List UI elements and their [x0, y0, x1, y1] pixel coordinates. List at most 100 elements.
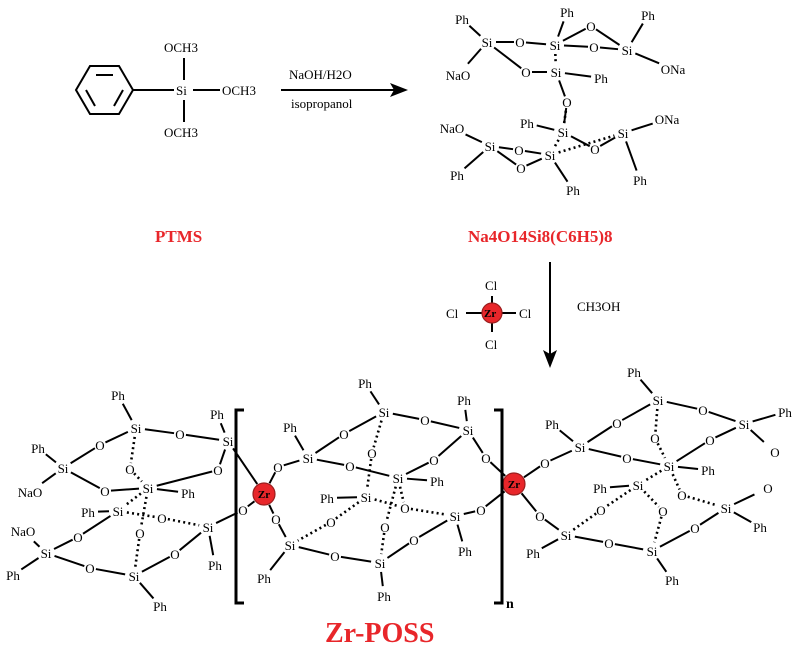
salt-ph1: Ph	[455, 12, 469, 27]
middle-ph6: Ph	[458, 544, 472, 559]
zr-label-reagent: Zr	[484, 308, 496, 320]
bond	[463, 151, 484, 170]
left-ph3: Ph	[31, 441, 45, 456]
dotted-bond	[644, 469, 663, 482]
bond	[463, 510, 476, 515]
bond	[699, 512, 719, 526]
middle-o8: O	[380, 520, 389, 535]
zr-atom-right-label: Zr	[508, 479, 520, 491]
middle-si4: Si	[393, 471, 404, 486]
bond	[340, 555, 372, 563]
bond	[430, 420, 460, 429]
left-si2: Si	[223, 434, 234, 449]
salt-ph5: Ph	[520, 116, 534, 131]
bond	[625, 141, 638, 171]
bond	[526, 157, 543, 167]
right-ph6: Ph	[753, 520, 767, 535]
middle-si6: Si	[450, 509, 461, 524]
middle-o4: O	[345, 459, 354, 474]
middle-o14: O	[476, 503, 485, 518]
bond	[141, 555, 171, 573]
bond	[496, 150, 517, 166]
right-o8: O	[658, 504, 667, 519]
bond	[493, 46, 522, 70]
salt-o2: O	[586, 19, 595, 34]
bond	[314, 436, 340, 454]
left-o3: O	[213, 463, 222, 478]
middle-o5: O	[429, 453, 438, 468]
bond	[54, 554, 85, 568]
middle-si7: Si	[285, 538, 296, 553]
bond	[437, 435, 462, 457]
middle-o3: O	[367, 446, 376, 461]
bond	[355, 466, 390, 477]
left-ph6: Ph	[208, 558, 222, 573]
salt-ph8: Ph	[566, 183, 580, 198]
bond	[614, 543, 644, 551]
middle-o9: O	[330, 549, 339, 564]
bond	[467, 48, 482, 65]
reaction-arrow-2: CH3OH	[543, 262, 620, 368]
bond	[336, 496, 358, 499]
left-si6: Si	[203, 520, 214, 535]
bond	[544, 518, 560, 531]
bond	[708, 410, 736, 423]
bond	[269, 551, 286, 571]
ptms-och3-top: OCH3	[164, 40, 198, 55]
middle-ph7: Ph	[257, 571, 271, 586]
condition-naoh: NaOH/H2O	[289, 67, 352, 82]
right-o5: O	[650, 431, 659, 446]
bond	[215, 511, 239, 524]
right-o7: O	[596, 503, 605, 518]
bond	[219, 449, 227, 465]
dotted-bond	[558, 134, 615, 154]
bond	[554, 161, 569, 183]
bond	[562, 27, 587, 42]
salt-o6: O	[590, 142, 599, 157]
bond	[588, 448, 622, 458]
ptms-och3-right: OCH3	[222, 83, 256, 98]
bond	[563, 107, 568, 124]
dotted-bond	[297, 523, 327, 542]
bond	[634, 52, 660, 65]
bond	[599, 136, 616, 147]
right-o1: O	[698, 403, 707, 418]
bond	[418, 519, 448, 538]
left-nao1: NaO	[18, 485, 43, 500]
bond	[41, 472, 57, 484]
dotted-bond	[124, 492, 142, 507]
bond	[144, 428, 175, 435]
bond	[524, 149, 542, 155]
right-si4: Si	[664, 459, 675, 474]
middle-o13: O	[481, 451, 490, 466]
left-si7: Si	[41, 546, 52, 561]
right-o9: O	[604, 536, 613, 551]
right-ph1: Ph	[627, 365, 641, 380]
middle-ph1: Ph	[358, 376, 372, 391]
bond	[465, 133, 483, 144]
bond	[110, 487, 140, 492]
dotted-bond	[379, 532, 386, 555]
dotted-bond	[374, 498, 400, 508]
bond	[733, 511, 752, 523]
salt-ph7: Ph	[450, 168, 464, 183]
ptms-label: PTMS	[155, 227, 202, 246]
dotted-bond	[410, 507, 447, 516]
bond	[570, 135, 591, 148]
bond	[20, 557, 40, 571]
middle-o1: O	[420, 413, 429, 428]
sodium-salt-label: Na4O14Si8(C6H5)8	[468, 227, 613, 246]
salt-si8: Si	[545, 148, 556, 163]
bond	[386, 542, 410, 559]
solvent-label: CH3OH	[577, 299, 620, 314]
bond	[268, 504, 275, 515]
bond	[380, 571, 384, 587]
salt-o7: O	[514, 143, 523, 158]
right-ph4: Ph	[701, 463, 715, 478]
bond	[621, 403, 651, 421]
salt-na1: NaO	[446, 68, 471, 83]
zr-poss-label: Zr-POSS	[325, 618, 434, 649]
left-ph8: Ph	[153, 599, 167, 614]
